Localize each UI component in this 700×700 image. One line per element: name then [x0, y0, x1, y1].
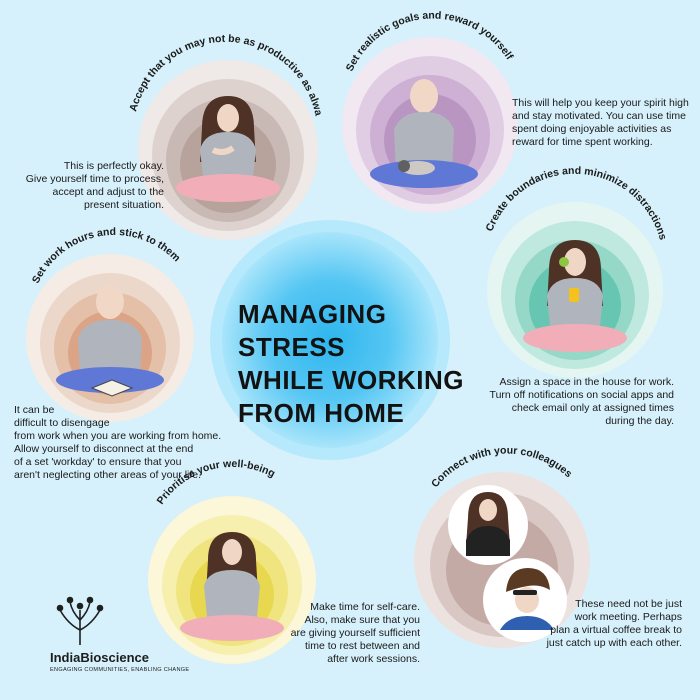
video-call-icon: [448, 485, 567, 642]
tip5-body: Make time for self-care.Also, make sure …: [290, 601, 420, 665]
tip4-body: Assign a space in the house for work.Tur…: [489, 376, 674, 427]
man-with-book-icon: [56, 285, 164, 397]
tip1-body: This is perfectly okay.Give yourself tim…: [25, 160, 164, 211]
tree-logo-icon: [56, 596, 104, 645]
tip2-body: This will help you keep your spirit high…: [512, 97, 689, 148]
meditating-woman-icon: [176, 96, 280, 202]
man-with-cat-icon: [370, 79, 478, 188]
logo-tagline: ENGAGING COMMUNITIES, ENABLING CHANGE: [50, 667, 190, 673]
center-circle: [210, 220, 450, 460]
woman-meditating-icon: [180, 532, 284, 641]
woman-with-phone-icon: [523, 240, 627, 352]
logo-name: IndiaBioscience: [50, 650, 149, 665]
